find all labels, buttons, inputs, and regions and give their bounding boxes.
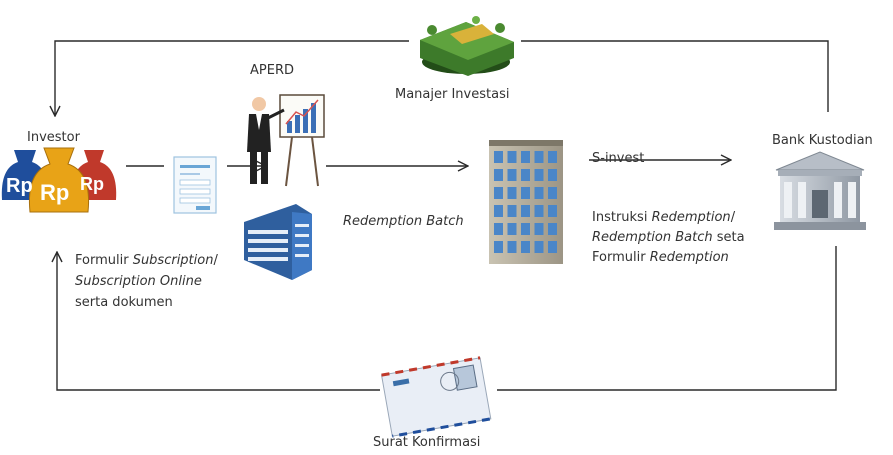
building-window [534, 151, 544, 163]
presenter-chart-icon [247, 94, 325, 187]
building-window [534, 241, 544, 253]
building-window [507, 205, 517, 217]
subscription-note-line-3: serta dokumen [75, 295, 173, 310]
instruction-note-line-1: Instruksi Redemption/ [592, 208, 745, 228]
building-window [521, 205, 530, 217]
subscription-form-note: Formulir Subscription/ Subscription Onli… [75, 250, 218, 313]
building-window [534, 169, 544, 181]
money-bags-icon: Rp Rp Rp [1, 147, 117, 213]
note-italic-text: Redemption [649, 250, 729, 265]
note-text: seta [712, 230, 745, 245]
building-window [548, 241, 557, 253]
building-window [521, 187, 530, 199]
building-window [534, 223, 544, 235]
building-window [494, 169, 503, 181]
note-text: / [730, 210, 736, 225]
note-italic-text: Redemption Batch [592, 230, 713, 245]
form-document-icon [173, 156, 217, 214]
investment-manager-building-icon [489, 140, 563, 264]
building-window [521, 169, 530, 181]
note-italic-text: Subscription [132, 253, 214, 268]
subscription-note-line-1: Formulir Subscription/ [75, 250, 218, 271]
top-return-connector [55, 40, 829, 116]
building-window [548, 151, 557, 163]
aperd-building-icon [244, 204, 312, 280]
note-italic-text: Redemption [651, 210, 731, 225]
building-window [507, 187, 517, 199]
building-window [494, 187, 503, 199]
building-window [494, 151, 503, 163]
subscription-note-line-2: Subscription Online [75, 274, 202, 289]
investor-label: Investor [27, 130, 80, 145]
building-window [494, 205, 503, 217]
building-window [521, 223, 530, 235]
redemption-batch-label: Redemption Batch [343, 214, 464, 229]
redemption-instruction-note: Instruksi Redemption/ Redemption Batch s… [592, 208, 745, 268]
building-window [521, 241, 530, 253]
building-window [507, 151, 517, 163]
confirmation-letter-label: Surat Konfirmasi [373, 435, 481, 450]
note-text: Formulir [592, 250, 650, 265]
building-window [521, 151, 530, 163]
note-text: Instruksi [592, 210, 652, 225]
investment-manager-label: Manajer Investasi [395, 87, 510, 102]
building-window [548, 205, 557, 217]
note-text: / [213, 253, 218, 268]
building-window [494, 241, 503, 253]
bank-building-icon [774, 151, 866, 230]
s-invest-label: S-invest [592, 151, 645, 166]
note-text: Formulir [75, 253, 133, 268]
building-window [548, 169, 557, 181]
bank-kustodian-label: Bank Kustodian [772, 133, 873, 148]
instruction-note-line-2: Redemption Batch seta [592, 228, 745, 248]
aperd-label: APERD [250, 63, 294, 78]
building-window [507, 241, 517, 253]
building-window [548, 223, 557, 235]
cash-stack-icon [420, 16, 514, 76]
envelope-icon [380, 356, 492, 438]
svg-text:Rp: Rp [80, 174, 104, 194]
svg-text:Rp: Rp [6, 175, 33, 197]
bottom-return-connector [57, 246, 837, 391]
svg-text:Rp: Rp [40, 180, 69, 205]
building-window [548, 187, 557, 199]
building-window [534, 187, 544, 199]
building-window [507, 169, 517, 181]
building-window [534, 205, 544, 217]
building-window [507, 223, 517, 235]
instruction-note-line-3: Formulir Redemption [592, 248, 745, 268]
building-window [494, 223, 503, 235]
